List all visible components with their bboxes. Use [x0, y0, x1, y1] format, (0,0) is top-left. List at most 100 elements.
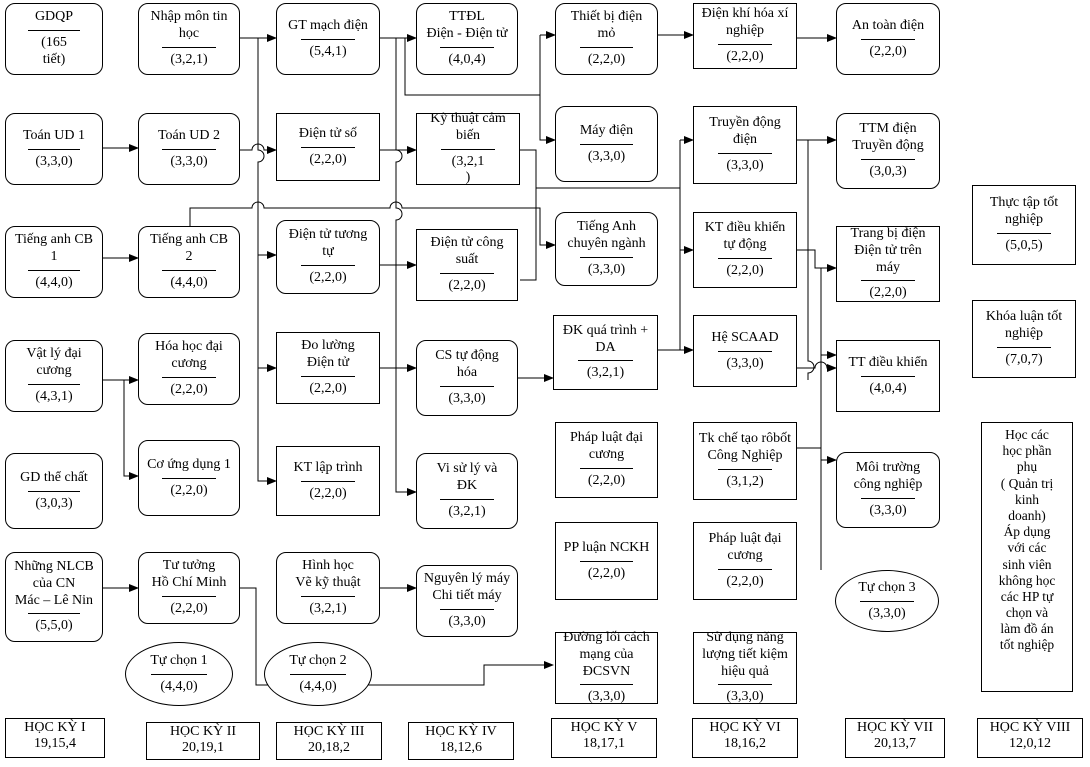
- course-kythuat: Kỹ thuật cảm biến(3,2,1 ): [416, 110, 520, 185]
- course-name: Đo lường Điện tử: [301, 338, 355, 371]
- course-cosoung: Cơ ứng dụng 1(2,2,0): [138, 440, 240, 516]
- course-name: Môi trường công nghiệp: [853, 460, 923, 493]
- divider: [579, 256, 634, 258]
- semester-5-name: HỌC KỲ V: [570, 720, 638, 735]
- course-tutuong: Tư tưởng Hồ Chí Minh(2,2,0): [138, 552, 240, 624]
- course-name: Kỹ thuật cảm biến: [430, 110, 506, 143]
- divider: [150, 673, 208, 675]
- course-credits: (2,2,0): [309, 151, 347, 167]
- divider: [440, 385, 494, 387]
- semester-3-name: HỌC KỲ III: [293, 724, 365, 739]
- course-credits: (2,2,0): [309, 380, 347, 396]
- course-credits: (3,3,0): [726, 157, 764, 173]
- course-gdtc: GD thể chất(3,0,3): [5, 453, 103, 529]
- course-credits: (3,0,3): [35, 495, 73, 511]
- course-credits: (3,3,0): [448, 613, 486, 629]
- course-name: Tk chế tạo rôbốt Công Nghiệp: [698, 431, 792, 464]
- divider: [577, 360, 634, 362]
- semester-8-credits: 12,0,12: [1009, 736, 1051, 752]
- course-credits: (5,0,5): [1005, 237, 1043, 253]
- semester-1-credits: 19,15,4: [34, 736, 76, 752]
- course-name: Những NLCB của CN Mác – Lê Nin: [14, 558, 94, 608]
- course-name: Máy điện: [579, 122, 634, 138]
- course-name: Nguyên lý máy Chi tiết máy: [423, 571, 511, 604]
- divider: [717, 43, 773, 45]
- divider: [860, 38, 916, 40]
- divider: [996, 232, 1052, 234]
- course-credits: (3,3,0): [726, 689, 764, 705]
- course-name: TTM điện Truyền động: [852, 121, 924, 154]
- divider: [28, 30, 80, 32]
- divider: [162, 46, 216, 48]
- course-name: Vật lý đại cương: [26, 346, 82, 379]
- divider: [162, 148, 216, 150]
- course-name: Điện tử số: [298, 125, 358, 141]
- divider: [579, 560, 634, 562]
- course-name: Truyền động điện: [709, 115, 781, 148]
- divider: [300, 38, 356, 40]
- course-name: GDQP: [34, 9, 74, 25]
- divider: [579, 46, 634, 48]
- semester-4-credits: 18,12,6: [440, 740, 482, 756]
- course-credits: (2,2,0): [587, 565, 626, 581]
- semester-8-name: HỌC KỲ VIII: [989, 720, 1071, 735]
- divider: [440, 272, 494, 274]
- course-hescaad: Hệ SCAAD (3,3,0): [693, 315, 797, 387]
- course-name: KT điều khiển tự động: [704, 220, 786, 253]
- course-credits: (3,3,0): [587, 689, 626, 705]
- course-moitruong: Môi trường công nghiệp(3,3,0): [836, 452, 940, 528]
- course-name: PP luận NCKH: [563, 539, 650, 555]
- course-name: Nhập môn tin học: [150, 9, 228, 42]
- course-ttmdien: TTM điện Truyền động(3,0,3): [836, 113, 940, 189]
- course-name: Toán UD 2: [157, 127, 220, 143]
- divider: [717, 257, 773, 259]
- divider: [289, 673, 347, 675]
- divider: [162, 477, 216, 479]
- course-name: Pháp luật đại cương: [569, 430, 644, 463]
- course-gdqp: GDQP (165 tiết): [5, 3, 103, 75]
- course-khoaluan: Khóa luận tốt nghiệp(7,0,7): [972, 300, 1076, 378]
- course-tacb2: Tiếng anh CB 2(4,4,0): [138, 226, 240, 298]
- course-credits: (5,5,0): [35, 618, 73, 634]
- course-name: Hóa học đại cương: [155, 339, 223, 372]
- divider: [860, 158, 916, 160]
- course-credits: (4,0,4): [869, 380, 907, 396]
- course-dkqt: ĐK quá trình + DA(3,2,1): [553, 315, 658, 390]
- course-dientuso: Điện tử số (2,2,0): [276, 113, 380, 181]
- course-name: Tự chọn 3: [858, 579, 916, 595]
- course-ttdk: TT điều khiển(4,0,4): [836, 340, 940, 412]
- course-credits: (4,0,4): [448, 51, 486, 67]
- course-ktlaptrinh: KT lập trình(2,2,0): [276, 446, 380, 516]
- semester-2-name: HỌC KỲ II: [169, 724, 237, 739]
- course-toan2: Toán UD 2(3,3,0): [138, 113, 240, 185]
- course-name: An toàn điện: [851, 17, 925, 33]
- divider: [717, 350, 773, 352]
- divider: [440, 608, 494, 610]
- course-credits: (3,3,0): [448, 390, 486, 406]
- course-doluong: Đo lường Điện tử (2,2,0): [276, 332, 380, 404]
- course-credits: (165 tiết): [41, 35, 67, 67]
- course-name: Trang bị điện Điện tử trên máy: [850, 225, 926, 275]
- semester-6-name: HỌC KỲ VI: [709, 720, 781, 735]
- course-name: Toán UD 1: [22, 127, 85, 143]
- semester-1-name: HỌC KỲ I: [24, 720, 86, 735]
- course-credits: (5,4,1): [309, 43, 347, 59]
- divider: [300, 264, 356, 266]
- divider: [440, 498, 494, 500]
- course-ttdl: TTĐL Điện - Điện tử(4,0,4): [416, 3, 518, 75]
- divider: [860, 280, 916, 282]
- divider: [28, 269, 80, 271]
- course-nhapmon: Nhập môn tin học(3,2,1): [138, 3, 240, 75]
- course-credits: (2,2,0): [309, 485, 347, 501]
- course-sudung: Sử dụng năng lượng tiết kiệm hiệu quả(3,…: [693, 630, 797, 705]
- course-name: Hệ SCAAD: [711, 329, 779, 345]
- course-phapluat1: Pháp luật đại cương (2,2,0): [555, 422, 658, 498]
- course-tkrobot: Tk chế tạo rôbốt Công Nghiệp(3,1,2): [693, 422, 797, 500]
- course-credits: (3,3,0): [726, 355, 764, 371]
- course-credits: (2,2,0): [587, 472, 626, 488]
